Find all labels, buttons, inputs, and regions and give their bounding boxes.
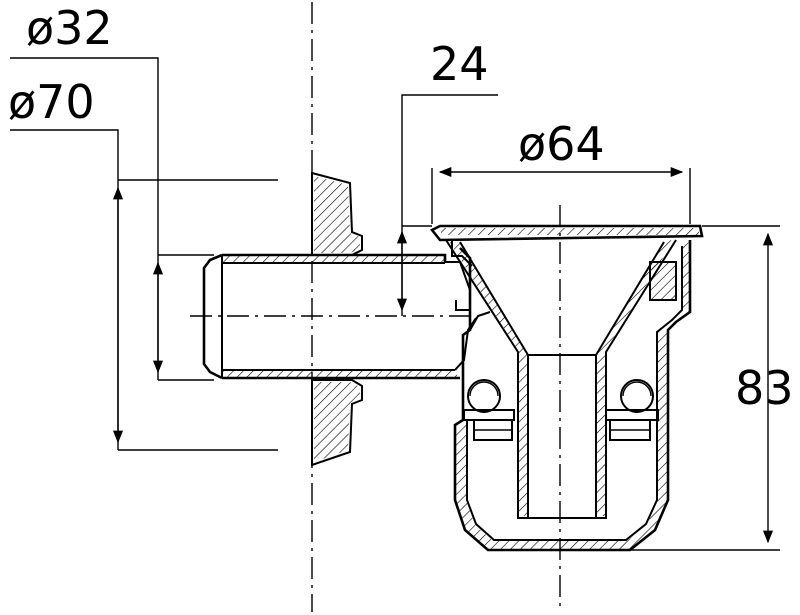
flange-diameter-label: ø70 xyxy=(8,75,95,129)
offset-label: 24 xyxy=(430,37,489,91)
outlet-pipe xyxy=(202,253,477,380)
height-label: 83 xyxy=(735,361,794,415)
center-lines xyxy=(190,2,561,612)
dimension-labels: ø32 ø70 24 ø64 83 xyxy=(8,1,794,415)
drain-body xyxy=(429,224,704,552)
pipe-diameter-label: ø32 xyxy=(26,1,113,55)
funnel-diameter-label: ø64 xyxy=(518,117,605,171)
wall-flange xyxy=(311,171,363,467)
valve-balls xyxy=(463,379,659,441)
dimension-lines xyxy=(10,57,780,551)
